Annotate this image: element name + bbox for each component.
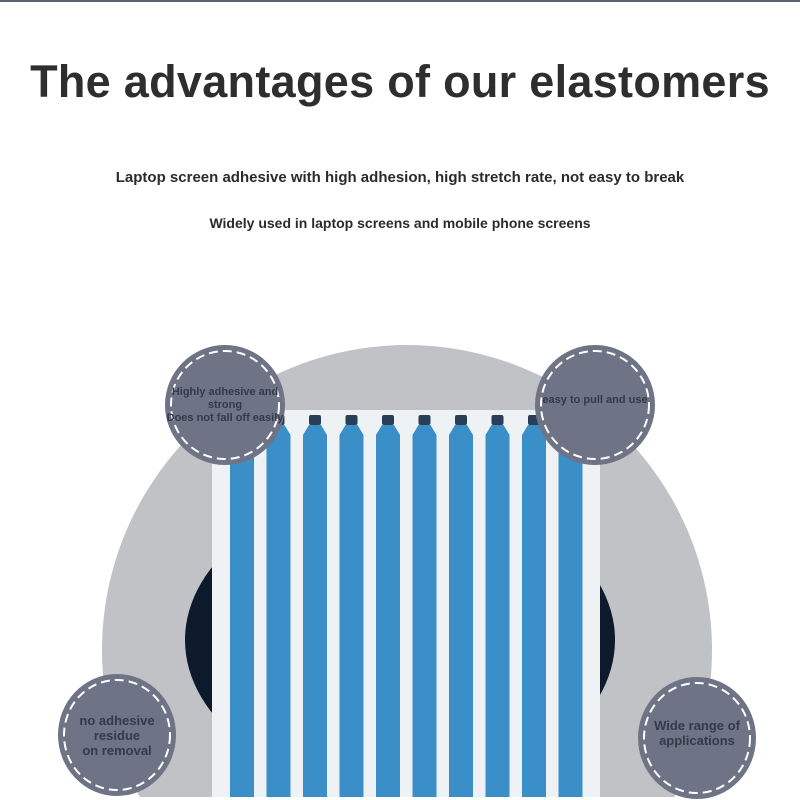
adhesive-strip [339,425,364,797]
badge-dashed-ring [540,350,650,460]
subtitle-secondary: Widely used in laptop screens and mobile… [209,215,591,231]
badge-dashed-ring [63,679,171,791]
stick-cap [309,415,321,425]
top-divider [0,0,800,2]
page-title: The advantages of our elastomers [30,56,770,107]
badge-text: easy to pull and use [542,393,648,406]
badge-dashed-ring [170,350,280,460]
badge-circle [638,677,756,799]
adhesive-strip [376,425,400,797]
badge-text: applications [659,733,735,748]
stick-cap [491,415,504,425]
badge-circle [165,345,285,465]
adhesive-strip [449,425,473,797]
badge-easy-pull: easy to pull and use [535,340,655,460]
adhesive-strip [485,425,510,797]
adhesive-strip [412,425,437,797]
stick-cap [455,415,467,425]
subtitle: Laptop screen adhesive with high adhesio… [115,169,685,186]
adhesive-strip [230,425,254,797]
stick-cap [382,415,394,425]
badge-text: Does not fall off easily [166,411,284,424]
stick-cap [418,415,431,425]
stick-cap [345,415,358,425]
badge-circle [535,345,655,465]
badge-dashed-ring [643,682,751,794]
badge-text: Highly adhesive and strong [171,385,279,411]
badge-text: Wide range of [654,718,740,733]
adhesive-strip [266,425,291,797]
adhesive-strip [558,425,583,797]
badge-text: on removal [82,742,152,758]
badge-circle [58,674,176,796]
adhesive-strip [522,425,546,797]
adhesive-strip [303,425,327,797]
bottom-strip [0,797,800,800]
badge-text: no adhesive residue [79,712,155,743]
